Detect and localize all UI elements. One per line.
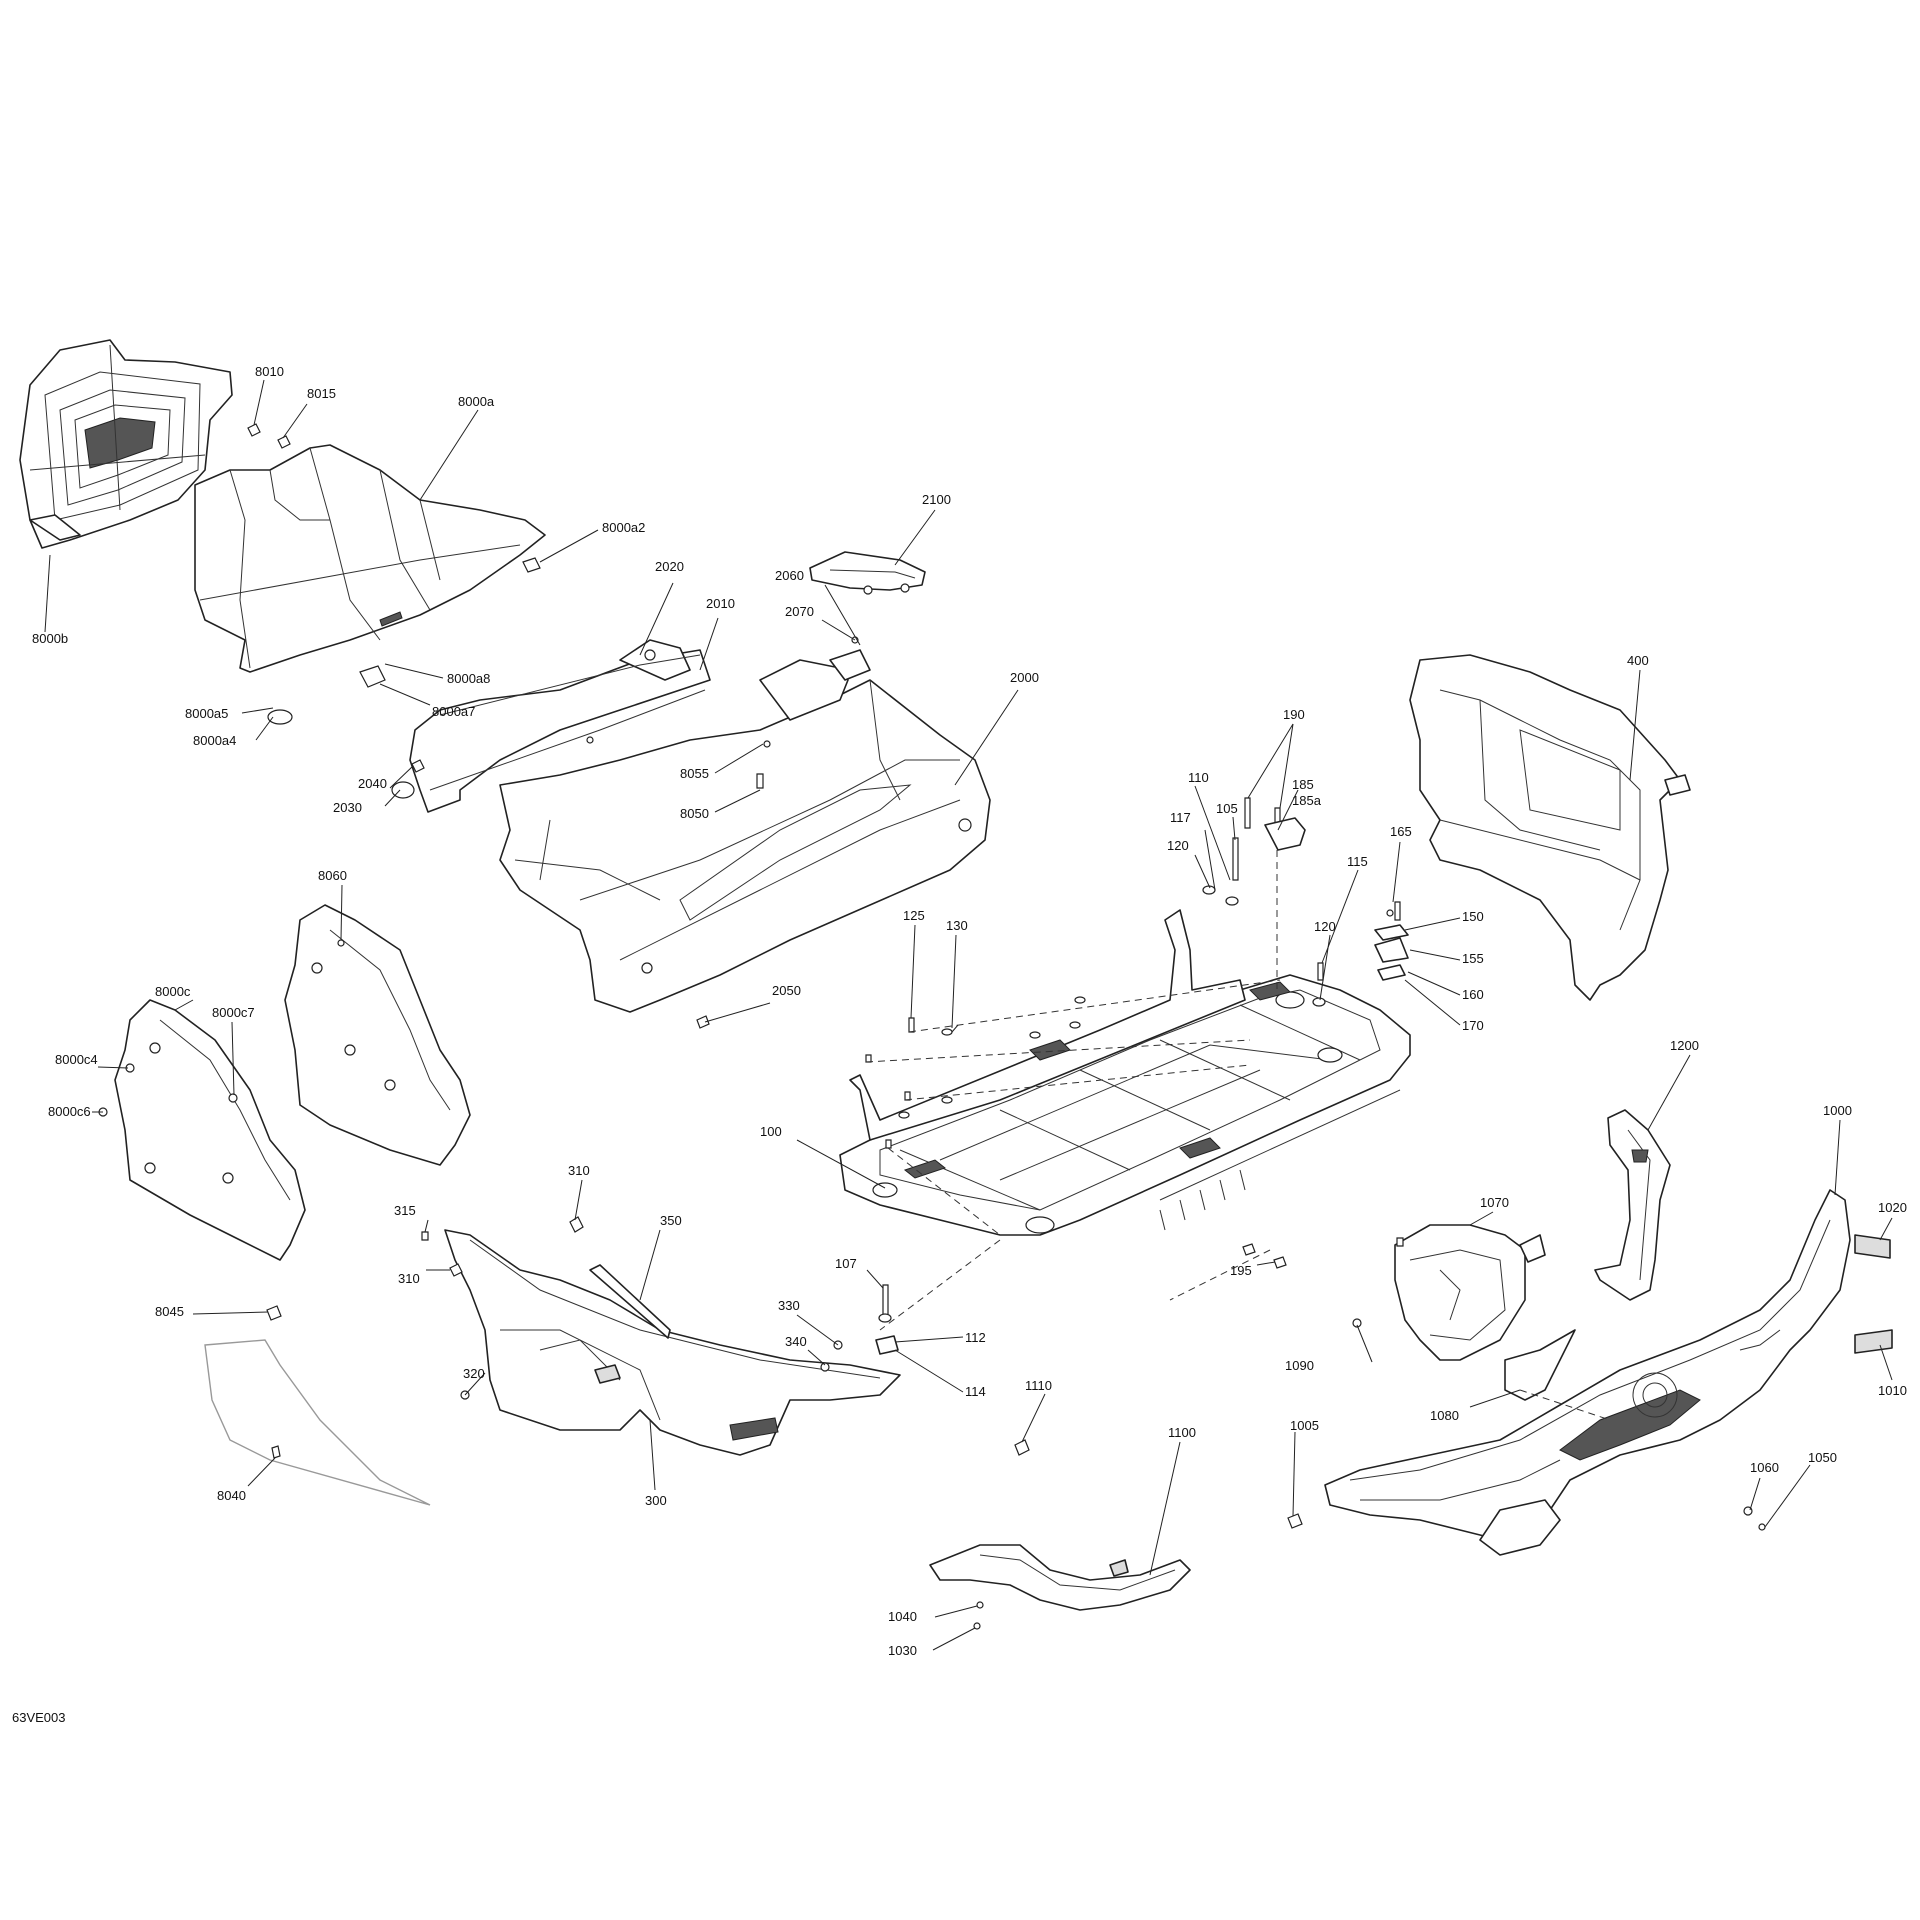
callout-8000a5: 8000a5 (185, 706, 228, 721)
callout-8010: 8010 (255, 364, 284, 379)
callout-340: 340 (785, 1334, 807, 1349)
callout-310a: 310 (568, 1163, 590, 1178)
callout-8055: 8055 (680, 766, 709, 781)
part-8040-window (204, 1339, 431, 1506)
callout-150: 150 (1462, 909, 1484, 924)
callout-107: 107 (835, 1256, 857, 1271)
callout-2100: 2100 (922, 492, 951, 507)
callout-1020: 1020 (1878, 1200, 1907, 1215)
part-1020-badge (1854, 1234, 1891, 1259)
part-1070-bracket (1394, 1224, 1546, 1361)
callout-labels: 8010 8015 8000a 8000a2 8000b 8000a8 8000… (12, 364, 1907, 1725)
callout-350: 350 (660, 1213, 682, 1228)
callout-8050: 8050 (680, 806, 709, 821)
part-100-floor-frame (839, 909, 1411, 1236)
callout-1030: 1030 (888, 1643, 917, 1658)
part-1010-badge (1854, 1329, 1893, 1354)
part-1000-front-bumper (1324, 1189, 1851, 1556)
callout-1005: 1005 (1290, 1418, 1319, 1433)
callout-1070: 1070 (1480, 1195, 1509, 1210)
callout-110: 110 (1188, 770, 1209, 785)
leader-lines (44, 379, 1893, 1651)
part-400-side-panel (1409, 654, 1691, 1001)
part-8000a-rear-panel (194, 444, 546, 673)
part-8000c-door-panel (114, 999, 306, 1261)
part-8000a2-clip (522, 557, 541, 573)
callout-114: 114 (965, 1384, 986, 1399)
callout-330: 330 (778, 1298, 800, 1313)
callout-1050: 1050 (1808, 1450, 1837, 1465)
callout-300: 300 (645, 1493, 667, 1508)
callout-185a: 185a (1292, 793, 1322, 808)
part-2010-side-rail (409, 639, 711, 813)
callout-115: 115 (1347, 854, 1368, 869)
callout-2030: 2030 (333, 800, 362, 815)
part-8060-door-panel (284, 904, 471, 1166)
callout-8000a2: 8000a2 (602, 520, 645, 535)
callout-8045: 8045 (155, 1304, 184, 1319)
callout-1100: 1100 (1168, 1425, 1196, 1440)
callout-1040: 1040 (888, 1609, 917, 1624)
callout-8000b: 8000b (32, 631, 68, 646)
part-8000b-grille-housing (19, 339, 233, 549)
assembly-dashes (865, 850, 1611, 1421)
callout-125: 125 (903, 908, 925, 923)
callout-8000a4: 8000a4 (193, 733, 236, 748)
callout-310b: 310 (398, 1271, 420, 1286)
callout-315: 315 (394, 1203, 416, 1218)
callout-1060: 1060 (1750, 1460, 1779, 1475)
callout-8015: 8015 (307, 386, 336, 401)
part-2000-center-tub (499, 649, 991, 1013)
part-350-strip (589, 1264, 671, 1339)
callout-2070: 2070 (785, 604, 814, 619)
callout-2000: 2000 (1010, 670, 1039, 685)
diagram-code: 63VE003 (12, 1710, 66, 1725)
part-2100-bracket (809, 551, 926, 595)
callout-8000a: 8000a (458, 394, 495, 409)
callout-8000c7: 8000c7 (212, 1005, 255, 1020)
callout-2040: 2040 (358, 776, 387, 791)
callout-170: 170 (1462, 1018, 1484, 1033)
callout-105: 105 (1216, 801, 1238, 816)
callout-100: 100 (760, 1124, 782, 1139)
callout-120b: 120 (1314, 919, 1336, 934)
callout-1110: 1110 (1025, 1378, 1052, 1393)
part-1080-wedge (1504, 1329, 1576, 1401)
callout-1000: 1000 (1823, 1103, 1852, 1118)
callout-130: 130 (946, 918, 968, 933)
callout-8060: 8060 (318, 868, 347, 883)
callout-190: 190 (1283, 707, 1305, 722)
callout-8000c6: 8000c6 (48, 1104, 91, 1119)
callout-1200: 1200 (1670, 1038, 1699, 1053)
callout-1010: 1010 (1878, 1383, 1907, 1398)
callout-165: 165 (1390, 824, 1412, 839)
callout-195: 195 (1230, 1263, 1252, 1278)
callout-120a: 120 (1167, 838, 1189, 853)
callout-2050: 2050 (772, 983, 801, 998)
callout-2010: 2010 (706, 596, 735, 611)
part-1200-bracket (1594, 1109, 1671, 1301)
callout-2020: 2020 (655, 559, 684, 574)
callout-400: 400 (1627, 653, 1649, 668)
callout-1090: 1090 (1285, 1358, 1314, 1373)
callout-2060: 2060 (775, 568, 804, 583)
callout-160: 160 (1462, 987, 1484, 1002)
part-1100-lower-lip (929, 1544, 1191, 1611)
part-8000a7-cap (359, 665, 386, 688)
callout-185: 185 (1292, 777, 1314, 792)
part-8000a4-cap (267, 709, 293, 725)
callout-8000a8: 8000a8 (447, 671, 490, 686)
part-300-rocker-panel (444, 1229, 901, 1456)
callout-8000c: 8000c (155, 984, 191, 999)
callout-8000a7: 8000a7 (432, 704, 475, 719)
callout-1080: 1080 (1430, 1408, 1459, 1423)
callout-8040: 8040 (217, 1488, 246, 1503)
callout-112: 112 (965, 1330, 986, 1345)
callout-155: 155 (1462, 951, 1484, 966)
callout-8000c4: 8000c4 (55, 1052, 98, 1067)
callout-320: 320 (463, 1366, 485, 1381)
callout-117: 117 (1170, 810, 1191, 825)
